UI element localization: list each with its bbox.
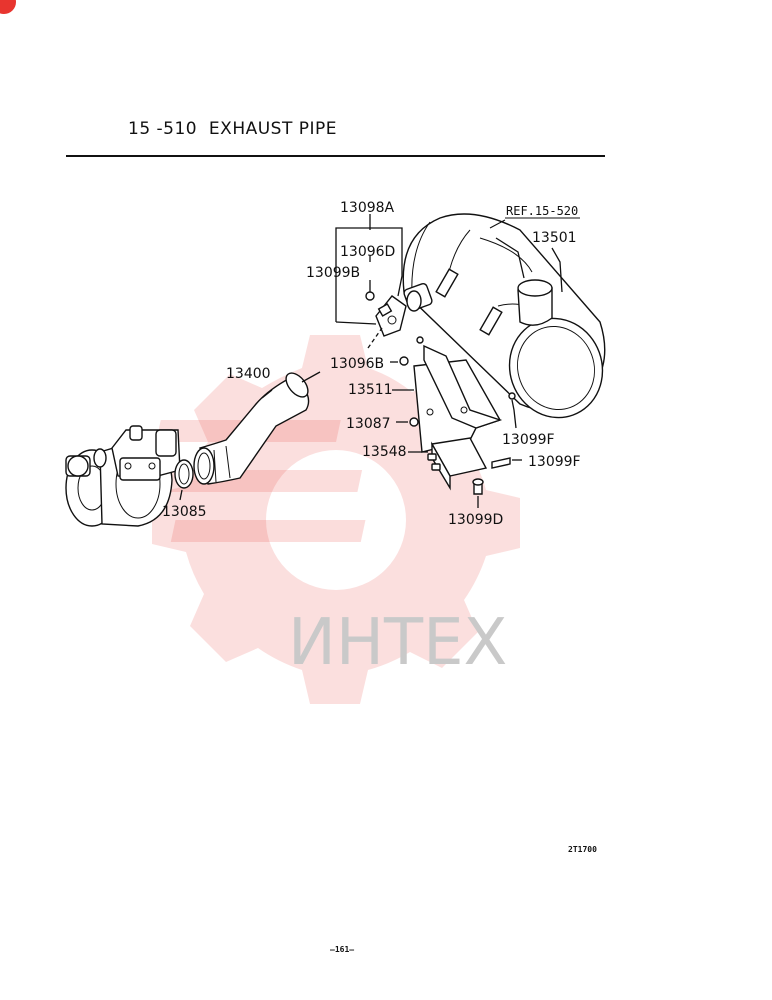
title-rule [66, 155, 605, 157]
part-labels: 13098A 13096D 13099B REF.15-520 13501 13… [162, 200, 581, 528]
part-label-13548: 13548 [362, 444, 407, 460]
part-label-13511: 13511 [348, 382, 393, 398]
part-label-13096B: 13096B [330, 356, 384, 372]
watermark-gear-hole [266, 450, 406, 590]
part-label-13096D: 13096D [340, 244, 395, 260]
leader-lines [179, 214, 580, 508]
part-label-13087: 13087 [346, 416, 391, 432]
part-label-13400: 13400 [226, 366, 271, 382]
part-label-13085: 13085 [162, 504, 207, 520]
exhaust-pipe-13400-drawing [193, 372, 310, 485]
bolt-13099F-drawing [491, 392, 516, 469]
part-label-13098A: 13098A [340, 200, 395, 216]
part-label-13099D: 13099D [448, 512, 503, 528]
bracket-13548-drawing [427, 437, 488, 491]
reference-label: REF.15-520 [506, 204, 578, 218]
part-label-13501: 13501 [532, 230, 577, 246]
drawing-code: 2T1700 [568, 845, 597, 854]
part-label-13099B: 13099B [306, 265, 360, 281]
section-title: 15 -510 EXHAUST PIPE [128, 119, 338, 139]
bolt-13087-drawing [409, 417, 419, 427]
watermark-text: ИНТЕХ [288, 606, 507, 680]
part-label-13099F-upper: 13099F [502, 432, 555, 448]
watermark-stripes [156, 420, 366, 542]
bolt-13099D-drawing [472, 478, 484, 495]
corner-badge [0, 0, 16, 14]
page-number: —161— [330, 945, 354, 954]
gasket-13085-drawing [174, 459, 194, 489]
muffler-13501-drawing [402, 213, 606, 419]
part-label-13099F-lower: 13099F [528, 454, 581, 470]
clamp-drawing [365, 291, 424, 366]
turbocharger-drawing [65, 425, 181, 527]
